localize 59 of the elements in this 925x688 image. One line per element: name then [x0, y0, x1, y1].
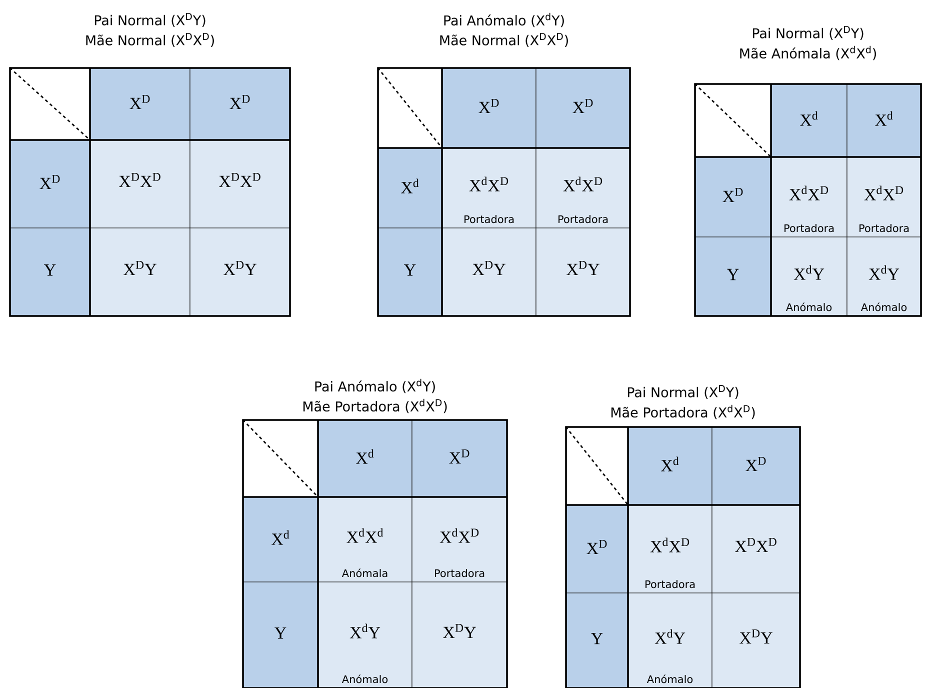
allele-cell: X$^{d}$ [628, 426, 712, 506]
allele-cell: Y [694, 236, 772, 316]
square-title: Pai Normal (X$^{D}$Y) [628, 385, 738, 399]
genotype-cell: X$^{d}$X$^{D}$ Portadora [536, 148, 630, 228]
allele-cell: X$^{D}$ [190, 68, 290, 140]
genotype-cell: X$^{D}$X$^{D}$ [190, 140, 290, 228]
allele-cell: Y [242, 582, 318, 688]
allele-cell: X$^{d}$ [318, 420, 412, 498]
corner-cell [9, 67, 91, 141]
punnett-square [9, 67, 291, 317]
square-title: Mãe Normal (X$^{D}$X$^{D}$) [86, 33, 214, 47]
genotype-cell: X$^{d}$X$^{D}$ Portadora [846, 156, 922, 238]
allele-cell: X$^{D}$ [566, 504, 628, 594]
allele-cell: X$^{D}$ [412, 420, 508, 498]
square-title: Pai Normal (X$^{D}$Y) [752, 26, 864, 40]
allele-cell: X$^{d}$ [242, 496, 318, 582]
genotype-cell: X$^{d}$Y Anómalo [770, 236, 848, 316]
genotype-cell: X$^{d}$X$^{D}$ Portadora [412, 496, 508, 582]
allele-cell: X$^{d}$ [378, 148, 442, 228]
allele-cell: X$^{D}$ [442, 68, 536, 148]
square-title: Mãe Portadora (X$^{d}$X$^{D}$) [303, 398, 447, 414]
square-title: Mãe Portadora (X$^{d}$X$^{D}$) [611, 404, 755, 420]
punnett-square [694, 83, 922, 317]
genotype-cell: X$^{D}$X$^{D}$ [90, 140, 190, 228]
genotype-cell: X$^{D}$X$^{D}$ [712, 504, 800, 594]
allele-cell: Y [378, 228, 442, 316]
allele-cell: X$^{D}$ [536, 68, 630, 148]
punnett-square [242, 419, 508, 688]
genotype-cell: X$^{d}$Y Anómalo [318, 582, 412, 688]
allele-cell: X$^{D}$ [90, 68, 190, 140]
square-title: Pai Normal (X$^{D}$Y) [94, 13, 206, 27]
genotype-cell: X$^{d}$X$^{d}$ Anómala [318, 496, 412, 582]
genotype-cell: X$^{D}$Y [412, 582, 508, 688]
corner-cell [694, 83, 772, 158]
genotype-cell: X$^{d}$Y Anómalo [628, 592, 712, 688]
allele-cell: Y [566, 592, 628, 688]
square-title: Mãe Normal (X$^{D}$X$^{D}$) [440, 33, 568, 47]
allele-cell: X$^{D}$ [10, 140, 90, 228]
punnett-square [565, 426, 801, 688]
square-title: Pai Anómalo (X$^{d}$Y) [444, 12, 564, 28]
genotype-cell: X$^{d}$X$^{D}$ Portadora [770, 156, 848, 238]
genotype-cell: X$^{d}$Y Anómalo [846, 236, 922, 316]
square-title: Mãe Anómala (X$^{d}$X$^{d}$) [740, 46, 876, 60]
corner-cell [242, 419, 319, 498]
genotype-cell: X$^{d}$X$^{D}$ Portadora [628, 504, 712, 594]
corner-cell [565, 426, 629, 506]
genotype-cell: X$^{D}$Y [442, 228, 536, 316]
genotype-cell: X$^{d}$X$^{D}$ Portadora [442, 148, 536, 228]
allele-cell: X$^{D}$ [712, 426, 800, 506]
square-title: Pai Anómalo (X$^{d}$Y) [315, 378, 435, 394]
allele-cell: X$^{d}$ [846, 84, 922, 158]
genotype-cell: X$^{D}$Y [90, 228, 190, 316]
genotype-cell: X$^{D}$Y [712, 592, 800, 688]
allele-cell: X$^{D}$ [694, 156, 772, 238]
genotype-cell: X$^{D}$Y [190, 228, 290, 316]
genotype-cell: X$^{D}$Y [536, 228, 630, 316]
allele-cell: Y [10, 228, 90, 316]
punnett-square [377, 67, 631, 317]
allele-cell: X$^{d}$ [770, 84, 848, 158]
